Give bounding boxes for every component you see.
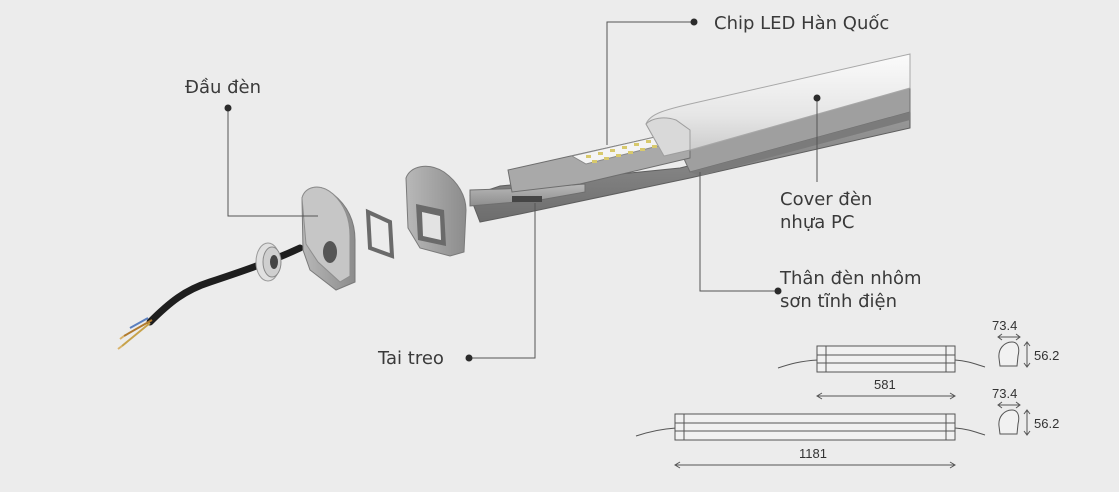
long-fixture-drawing	[635, 401, 1031, 469]
label-hanger: Tai treo	[378, 348, 444, 369]
cable-gland	[255, 242, 282, 282]
pc-cover	[645, 53, 911, 157]
end-cap	[301, 186, 356, 291]
label-body-line1: Thân đèn nhôm	[780, 268, 922, 289]
long-length-dim: 1181	[799, 446, 827, 461]
label-end-cap: Đầu đèn	[185, 77, 262, 98]
long-height-dim: 56.2	[1034, 416, 1060, 431]
label-cover-line2: nhựa PC	[780, 212, 855, 233]
long-width-dim: 73.4	[992, 386, 1018, 401]
short-fixture-drawing	[777, 333, 1031, 400]
gasket	[365, 208, 395, 259]
label-cover-line1: Cover đèn	[780, 189, 873, 210]
label-chip-led: Chip LED Hàn Quốc	[714, 13, 890, 34]
hanger-bracket	[405, 165, 467, 257]
leader-lines	[227, 21, 818, 359]
short-height-dim: 56.2	[1034, 348, 1060, 363]
leader-dots	[224, 18, 821, 362]
short-width-dim: 73.4	[992, 318, 1018, 333]
label-body-line2: sơn tĩnh điện	[780, 291, 898, 312]
short-length-dim: 581	[874, 377, 896, 392]
